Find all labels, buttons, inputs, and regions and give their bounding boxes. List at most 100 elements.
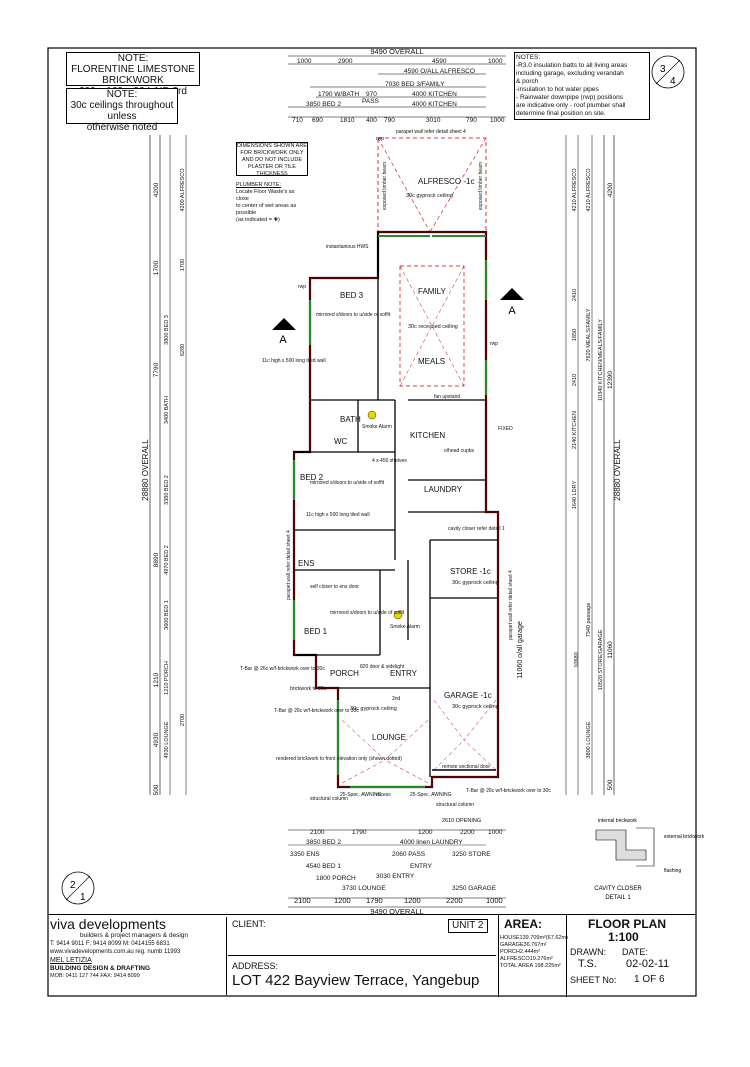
svg-text:mirrored s/doors to u/side of: mirrored s/doors to u/side of soffit <box>310 480 385 486</box>
room-porch: PORCH <box>330 669 359 678</box>
dim-overall-bottom: 9490 OVERALL <box>370 907 423 916</box>
svg-text:4 x 450 shelves: 4 x 450 shelves <box>372 458 407 464</box>
svg-text:4970 BED 2: 4970 BED 2 <box>164 545 170 575</box>
svg-text:exposed timber beam: exposed timber beam <box>382 162 388 210</box>
svg-text:ENTRY: ENTRY <box>410 863 433 870</box>
smoke-alarm-icon <box>393 610 403 620</box>
svg-text:7620 MEALS/FAMILY: 7620 MEALS/FAMILY <box>586 308 592 361</box>
svg-text:3010: 3010 <box>426 117 441 124</box>
svg-text:1700: 1700 <box>180 259 186 271</box>
svg-text:3030 ENTRY: 3030 ENTRY <box>376 873 415 880</box>
svg-text:790: 790 <box>466 117 477 124</box>
svg-text:external brickwork: external brickwork <box>664 834 705 840</box>
svg-text:11c high x 500 long tiled wall: 11c high x 500 long tiled wall <box>262 358 326 364</box>
dimensions-note: DIMENSIONS SHOWN ARE FOR BRICKWORK ONLY … <box>236 142 308 177</box>
svg-text:T-Bar @ 26c w/f-brickwork over: T-Bar @ 26c w/f-brickwork over to 30c <box>466 788 551 794</box>
svg-text:1210 PORCH: 1210 PORCH <box>164 661 170 695</box>
svg-text:30c gyprock ceiling: 30c gyprock ceiling <box>350 706 397 712</box>
room-bath: BATH <box>340 415 361 424</box>
area-label: AREA: <box>504 917 542 931</box>
svg-text:4200 ALFRESCO: 4200 ALFRESCO <box>180 168 186 212</box>
company-block: viva developments builders & project man… <box>50 917 227 995</box>
svg-text:1850: 1850 <box>572 329 578 341</box>
room-wc: WC <box>334 437 348 446</box>
svg-text:1810: 1810 <box>340 117 355 124</box>
section-marker-left: A <box>272 318 296 346</box>
svg-text:500: 500 <box>607 779 614 790</box>
svg-text:rwp: rwp <box>376 136 384 142</box>
dim-left-overall: 28880 OVERALL <box>141 439 150 501</box>
svg-text:30c recessed ceiling: 30c recessed ceiling <box>408 324 458 330</box>
room-bed2: BED 2 <box>300 473 324 482</box>
dim-right-overall: 28880 OVERALL <box>613 439 622 501</box>
ceiling-note: NOTE: 30c ceilings throughout unless oth… <box>66 88 178 133</box>
svg-text:690: 690 <box>312 117 323 124</box>
svg-text:1: 1 <box>80 892 86 903</box>
svg-text:3800 BED 3: 3800 BED 3 <box>164 315 170 345</box>
svg-text:4210 ALFRESCO: 4210 ALFRESCO <box>572 168 578 212</box>
dim-top-kitchen1: 4000 KITCHEN <box>412 91 457 98</box>
room-meals: MEALS <box>418 357 445 366</box>
garage-overall-dim: 11060 o/all garage <box>517 621 524 679</box>
dim-top-kitchen2: 4000 KITCHEN <box>412 101 457 108</box>
svg-text:1640 LDRY: 1640 LDRY <box>572 481 578 510</box>
room-family: FAMILY <box>418 287 447 296</box>
client-label: CLIENT: <box>232 919 266 929</box>
house-walls <box>292 137 500 789</box>
interior-walls <box>294 232 498 777</box>
brick-note: NOTE: FLORENTINE LIMESTONE BRICKWORK 290… <box>66 52 200 108</box>
svg-text:8890: 8890 <box>153 552 160 567</box>
svg-text:4000 linen LAUNDRY: 4000 linen LAUNDRY <box>400 839 463 846</box>
svg-text:2140 KITCHEN: 2140 KITCHEN <box>572 411 578 449</box>
right-dimensions: 28880 OVERALL 4200 12390 11060 500 4210 … <box>517 135 622 795</box>
address-label: ADDRESS: <box>232 961 279 971</box>
svg-text:3400 BATH: 3400 BATH <box>164 396 170 424</box>
room-garage: GARAGE -1c <box>444 691 492 700</box>
room-ens: ENS <box>298 559 314 568</box>
svg-text:3600 BED 1: 3600 BED 1 <box>164 600 170 630</box>
svg-text:structural column: structural column <box>436 802 474 808</box>
svg-text:4930 LOUNGE: 4930 LOUNGE <box>164 721 170 758</box>
svg-text:o/head cupbs: o/head cupbs <box>444 448 475 454</box>
sheet-value: 1 OF 6 <box>634 974 665 985</box>
svg-text:2200: 2200 <box>446 896 463 905</box>
svg-text:4540 BED 1: 4540 BED 1 <box>306 863 341 870</box>
section-marker-right: A <box>500 288 524 317</box>
svg-text:mirrored s/doors to u/side of: mirrored s/doors to u/side of soffit <box>330 610 405 616</box>
unit-label: UNIT 2 <box>448 919 488 933</box>
dim-top-bed3: 7030 BED 3/FAMILY <box>385 81 445 88</box>
svg-text:1790: 1790 <box>352 829 367 836</box>
svg-text:Smoke Alarm: Smoke Alarm <box>390 624 420 630</box>
dim-overall-top: 9490 OVERALL <box>370 47 423 56</box>
svg-text:2100: 2100 <box>294 896 311 905</box>
plumber-note: PLUMBER NOTE: Locate Floor Waste's as cl… <box>236 182 306 223</box>
svg-text:structural column: structural column <box>310 796 348 802</box>
svg-text:2410: 2410 <box>572 289 578 301</box>
svg-text:3730 LOUNGE: 3730 LOUNGE <box>342 885 386 892</box>
svg-text:4200: 4200 <box>607 182 614 197</box>
svg-text:400: 400 <box>366 117 377 124</box>
dim-top-2: 2900 <box>338 58 353 65</box>
svg-text:30c gyprock ceiling: 30c gyprock ceiling <box>452 704 499 710</box>
date-value: 02-02-11 <box>626 958 670 970</box>
svg-text:30c gyprock ceiling: 30c gyprock ceiling <box>406 193 453 199</box>
room-entry: ENTRY <box>390 669 418 678</box>
svg-text:CAVITY CLOSER: CAVITY CLOSER <box>594 886 642 892</box>
svg-text:1200: 1200 <box>334 896 351 905</box>
svg-text:Smoke Alarm: Smoke Alarm <box>362 424 392 430</box>
svg-text:T-Bar @ 26c w/f-brickwork over: T-Bar @ 26c w/f-brickwork over to 30c <box>240 666 325 672</box>
svg-text:3: 3 <box>660 64 666 75</box>
svg-text:11060: 11060 <box>607 641 614 659</box>
svg-text:11c high x 500 long tiled wall: 11c high x 500 long tiled wall <box>306 512 370 518</box>
svg-text:3800 LOUNGE: 3800 LOUNGE <box>586 721 592 758</box>
svg-text:4: 4 <box>670 76 676 87</box>
right-notes: NOTES: -R3.0 insulation batts to all liv… <box>514 52 650 120</box>
svg-text:1790: 1790 <box>366 896 383 905</box>
svg-text:10340 KITCHEN/MEALS/FAMILY: 10340 KITCHEN/MEALS/FAMILY <box>598 319 604 401</box>
svg-text:2200: 2200 <box>460 829 475 836</box>
bottom-dimensions: 2610 OPENING 2100 1790 1200 2200 1000 38… <box>288 818 506 916</box>
room-laundry: LAUNDRY <box>424 485 463 494</box>
svg-text:25-Spec. AWNING: 25-Spec. AWNING <box>410 792 452 798</box>
svg-text:10520 STORE/GARAGE: 10520 STORE/GARAGE <box>598 629 604 690</box>
